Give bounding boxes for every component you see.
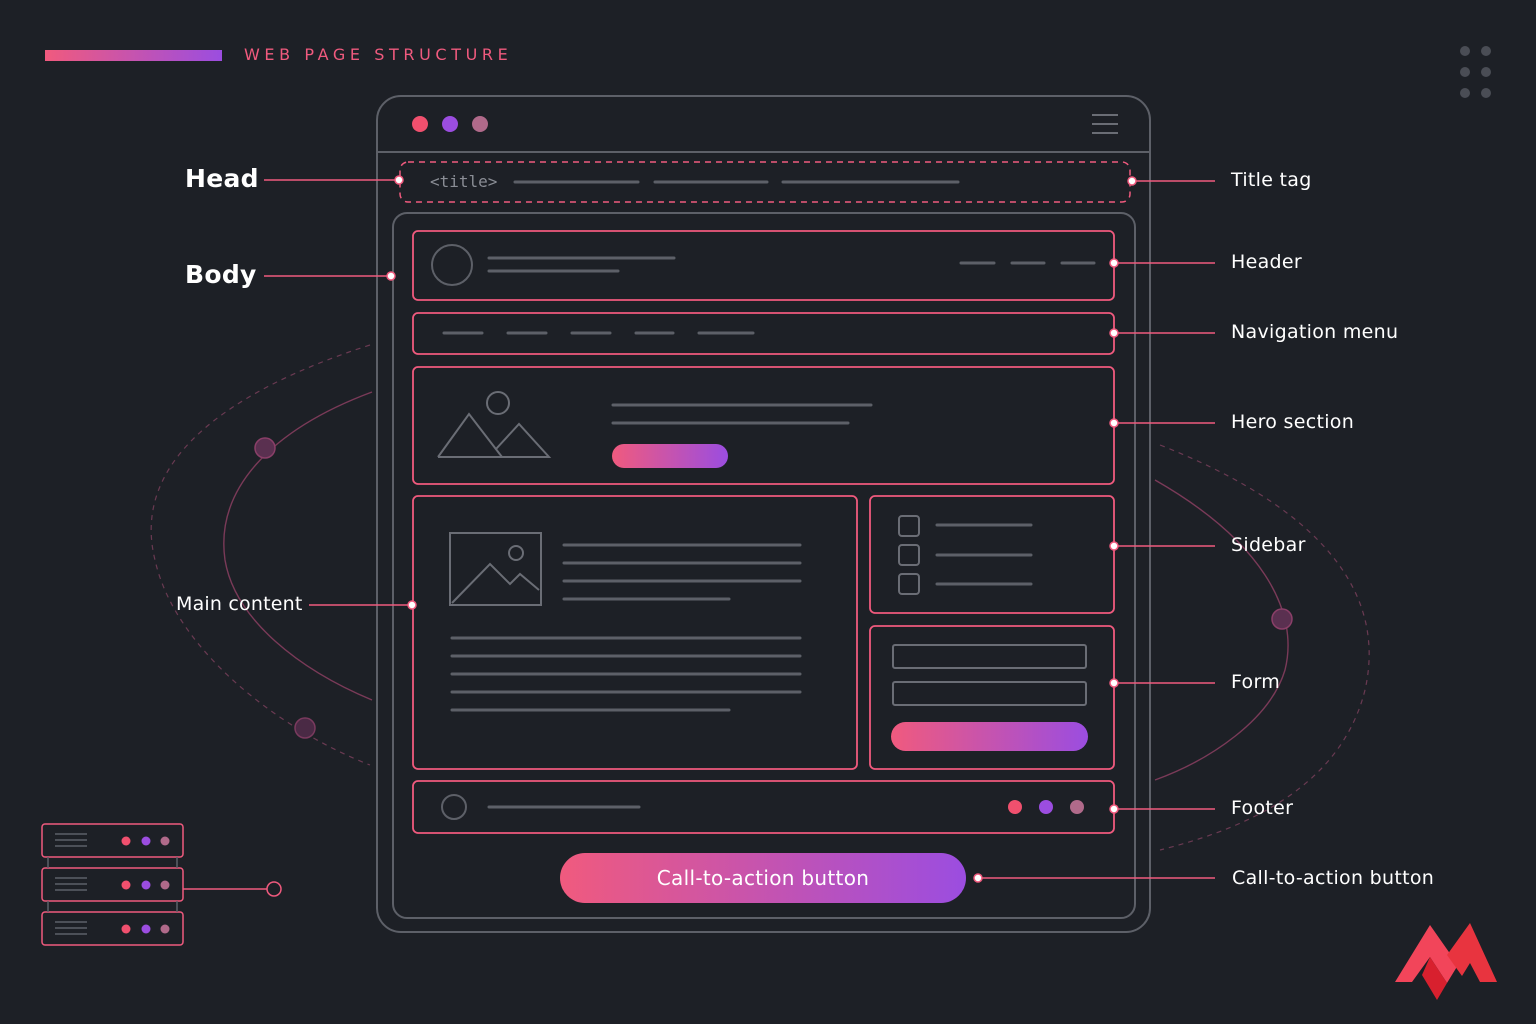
decorative-orbits — [150, 344, 1370, 851]
footer-logo-circle — [441, 794, 467, 820]
main-content-box — [412, 495, 858, 770]
main-content-label: Main content — [176, 593, 303, 615]
brand-logo-icon — [1395, 923, 1497, 1000]
header-logo-circle — [431, 244, 473, 286]
footer-dot-red — [1008, 800, 1022, 814]
window-dot-mauve — [472, 116, 488, 132]
header-placeholder-lines — [487, 256, 1096, 273]
sidebar-item-lines — [935, 523, 1033, 586]
window-dot-purple — [442, 116, 458, 132]
cta-button-shape[interactable] — [560, 853, 966, 903]
footer-label: Footer — [1231, 797, 1294, 819]
sidebar-box — [869, 495, 1115, 614]
form-input-field[interactable] — [892, 644, 1087, 669]
page-heading: WEB PAGE STRUCTURE — [244, 45, 513, 64]
callout-leaders-right — [973, 176, 1215, 883]
title-tag-label: Title tag — [1231, 169, 1312, 191]
cta-button-label[interactable]: Call-to-action button — [656, 866, 870, 890]
form-box — [869, 625, 1115, 770]
body-container — [392, 212, 1136, 919]
checkbox-icon[interactable] — [898, 515, 920, 595]
head-label: Head — [185, 164, 259, 193]
window-dot-red — [412, 116, 428, 132]
grid-dots-icon — [1460, 46, 1491, 98]
hero-button[interactable] — [612, 444, 728, 468]
call-to-action-label: Call-to-action button — [1232, 867, 1435, 889]
hero-section-label: Hero section — [1231, 411, 1355, 433]
server-stack-icon — [41, 823, 282, 946]
main-content-text-lines — [450, 543, 802, 712]
image-placeholder-icon — [449, 532, 542, 606]
body-label: Body — [185, 260, 257, 289]
header-label: Header — [1231, 251, 1302, 273]
sidebar-label: Sidebar — [1231, 534, 1306, 556]
hero-placeholder-lines — [611, 403, 873, 425]
hamburger-menu-icon[interactable] — [1092, 114, 1118, 134]
image-placeholder-icon — [437, 391, 552, 458]
footer-dot-purple — [1039, 800, 1053, 814]
navigation-menu-label: Navigation menu — [1231, 321, 1399, 343]
form-label: Form — [1231, 671, 1281, 693]
heading-accent-bar — [45, 50, 222, 61]
form-submit-button[interactable] — [891, 722, 1088, 751]
callout-leaders-left — [264, 175, 417, 610]
form-input-field[interactable] — [892, 681, 1087, 706]
title-tag-placeholder: <title> — [430, 172, 498, 191]
footer-dot-mauve — [1070, 800, 1084, 814]
